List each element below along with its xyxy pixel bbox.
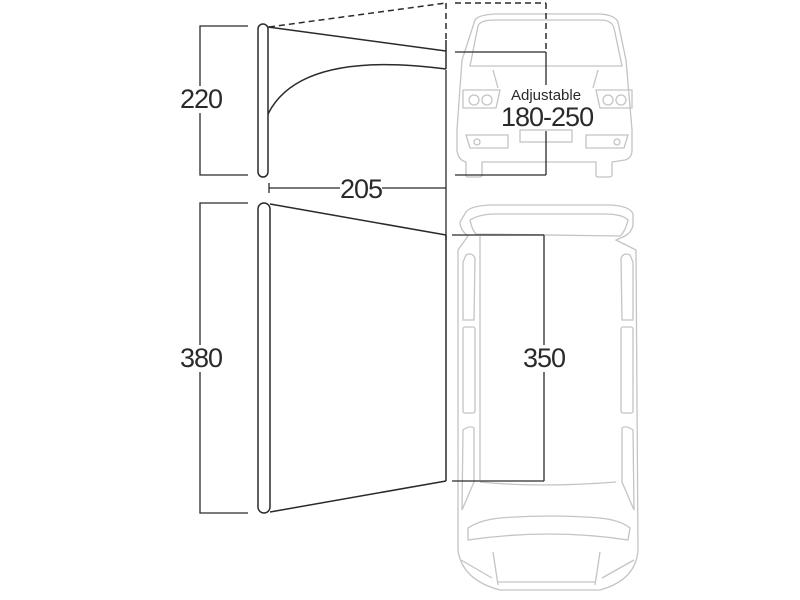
van-top-view xyxy=(457,204,639,591)
attachment-length-label: 350 xyxy=(523,343,566,373)
plan-pole xyxy=(257,202,271,514)
plan-length-label: 380 xyxy=(180,343,223,373)
adjustable-range-label: 180-250 xyxy=(501,102,594,132)
side-pole xyxy=(257,23,269,178)
side-height-label: 220 xyxy=(180,84,223,114)
dimension-lines xyxy=(199,25,547,514)
adjustable-caption: Adjustable xyxy=(511,87,582,104)
side-width-label: 205 xyxy=(340,174,383,204)
awning-plan-view xyxy=(257,202,447,514)
awning-side-view xyxy=(257,2,547,178)
